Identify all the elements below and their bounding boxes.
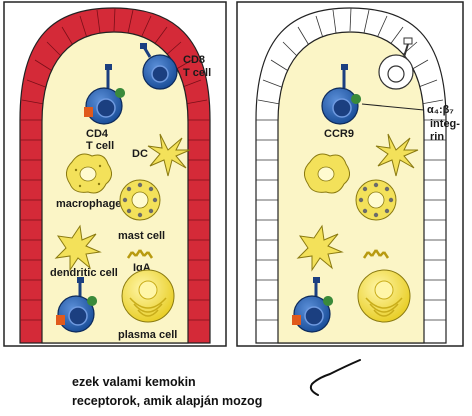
iga-antibody-right <box>362 249 390 259</box>
macrophage-cell <box>66 153 112 194</box>
caption-line-2: receptorok, amik alapján mozog <box>72 394 263 408</box>
caption-line-1: ezek valami kemokin <box>72 375 196 389</box>
cd8-t-cell <box>140 43 178 90</box>
plasma-cell-label: plasma cell <box>118 329 177 341</box>
t-cell-outline <box>378 37 414 90</box>
integ-label: integ- <box>430 118 460 130</box>
ccr9-t-cell <box>321 64 425 125</box>
lamina-propria <box>41 31 189 344</box>
dc-label: DC <box>132 148 148 160</box>
cd4-t-cell <box>84 64 126 125</box>
mast-cell <box>119 179 161 221</box>
dendritic-cell-right <box>296 224 344 272</box>
iga-antibody <box>126 249 154 259</box>
dc-cell <box>147 133 191 177</box>
cd4-t-cell-label: T cell <box>86 140 114 152</box>
plasma-cell-right <box>357 269 411 323</box>
a4b7-label: α₄:β₇ <box>427 104 454 116</box>
t-cell-bottom-right <box>292 277 334 333</box>
right-panel: CCR9 α₄:β₇ integ- rin <box>236 1 464 347</box>
left-panel: CD8 T cell CD4 T cell DC macrophage <box>3 1 227 347</box>
ccr9-label: CCR9 <box>324 128 354 140</box>
cd4-label: CD4 <box>86 128 109 140</box>
dc-cell-right <box>375 133 419 177</box>
rin-label: rin <box>430 131 444 143</box>
handwritten-arrow <box>309 359 361 396</box>
macrophage-cell-right <box>304 153 350 194</box>
epithelial-cell-borders-outline <box>256 7 446 321</box>
mast-cell-label: mast cell <box>118 230 165 242</box>
cd8-t-cell-label: T cell <box>183 67 211 79</box>
t-cell-bottom <box>56 277 98 333</box>
mast-cell-right <box>355 179 397 221</box>
macrophage-label: macrophage <box>56 198 121 210</box>
epithelial-cell-borders <box>20 7 210 321</box>
plasma-cell <box>121 269 175 323</box>
cd8-label: CD8 <box>183 54 205 66</box>
dendritic-cell <box>54 224 102 272</box>
dendritic-cell-label: dendritic cell <box>50 267 118 279</box>
